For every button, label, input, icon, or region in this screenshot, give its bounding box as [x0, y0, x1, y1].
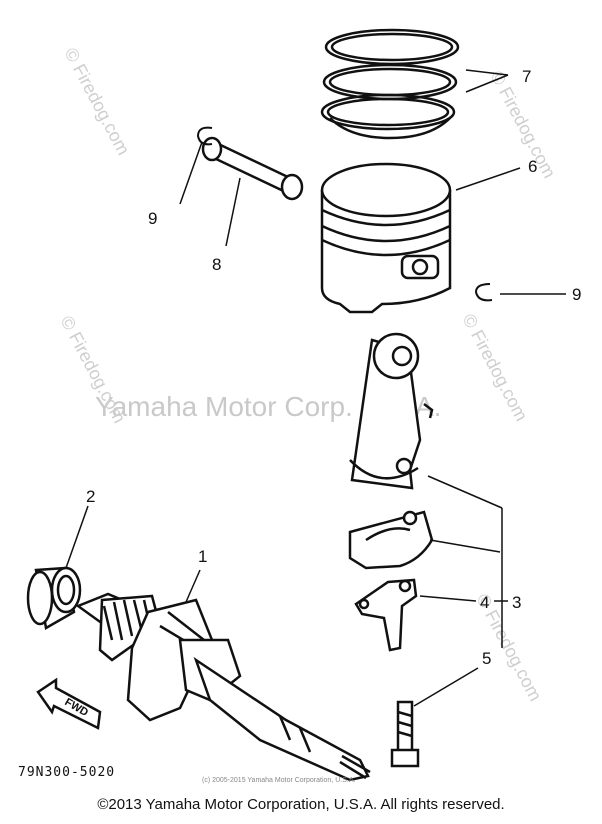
fwd-arrow: FWD	[36, 677, 102, 730]
lock-plate	[354, 578, 418, 652]
circlip-left	[196, 126, 213, 146]
callout-2: 2	[86, 487, 95, 506]
watermark-tiny: (c) 2005-2015 Yamaha Motor Corporation, …	[202, 777, 355, 784]
bolt	[390, 700, 420, 768]
footer-copyright: ©2013 Yamaha Motor Corporation, U.S.A. A…	[97, 796, 505, 813]
callout-5: 5	[482, 649, 491, 668]
callout-8: 8	[212, 255, 221, 274]
callout-9-left: 9	[148, 209, 157, 228]
callout-3: 3	[512, 593, 521, 612]
piston-pin	[201, 136, 304, 201]
circlip-right	[474, 283, 493, 302]
connecting-rod	[349, 332, 434, 490]
callout-6: 6	[528, 157, 537, 176]
watermark-site-left: © Firedog.com	[56, 312, 129, 426]
bearing	[26, 566, 82, 630]
crankshaft	[75, 592, 371, 782]
piston-rings	[320, 28, 460, 140]
callout-4: 4	[480, 593, 489, 612]
diagram-code: 79N300-5020	[18, 765, 115, 780]
leader-lines	[65, 69, 566, 707]
rod-cap	[348, 510, 434, 570]
piston	[320, 162, 452, 314]
watermark-site-right-mid: © Firedog.com	[458, 310, 531, 424]
callout-1: 1	[198, 547, 207, 566]
watermark-site-top-right: © Firedog.com	[60, 44, 133, 158]
callout-7: 7	[522, 67, 531, 86]
parts-diagram: Yamaha Motor Corp. U.S.A. © Firedog.com …	[18, 28, 581, 784]
callout-9-right: 9	[572, 285, 581, 304]
